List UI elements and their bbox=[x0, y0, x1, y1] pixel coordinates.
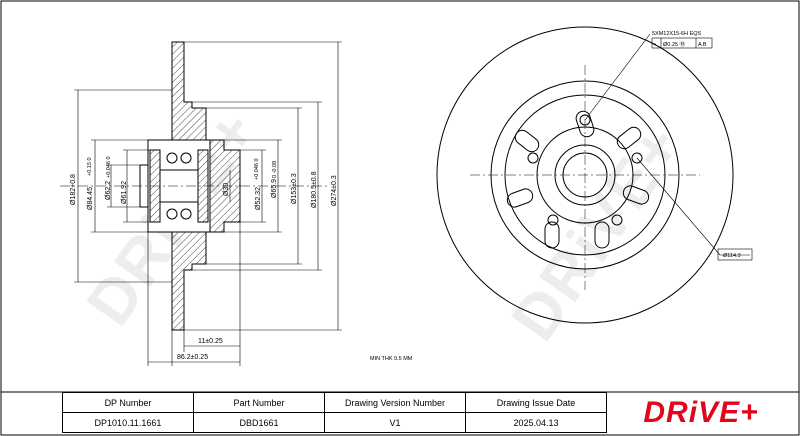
bearing-ball bbox=[166, 152, 178, 164]
dim-d622: Ø62.2 bbox=[105, 181, 112, 200]
dim-d30: Ø30 bbox=[223, 183, 230, 196]
section-dimension-texts: Ø182+0.8 Ø84.45 +0.15 0 Ø61.92 Ø62.2 +0.… bbox=[70, 156, 413, 362]
title-block: DP Number Part Number Drawing Version Nu… bbox=[62, 392, 607, 433]
thread-spec: 5XM12X15-6H EQS bbox=[652, 31, 702, 37]
dim-d622-tol: +0.046 0 bbox=[106, 156, 112, 178]
value-drawing-version: V1 bbox=[324, 412, 466, 433]
vent-slot bbox=[594, 221, 610, 249]
vent-slot bbox=[514, 129, 540, 153]
brand-logo: DRiVE+ bbox=[643, 396, 759, 429]
dim-d6192: Ø61.92 bbox=[121, 181, 128, 204]
bolt-hole bbox=[527, 152, 539, 164]
header-part-number: Part Number bbox=[193, 392, 325, 413]
bearing-ball bbox=[180, 208, 192, 220]
dim-d8445-tol: +0.15 0 bbox=[87, 157, 93, 176]
bearing-ball bbox=[166, 208, 178, 220]
fcf-datums: A B bbox=[698, 42, 707, 48]
dim-d182: Ø182+0.8 bbox=[70, 174, 77, 205]
vent-slot bbox=[622, 185, 650, 205]
dim-d659: Ø65.9 bbox=[271, 179, 278, 198]
thread-leader bbox=[584, 33, 651, 121]
bolt-hole bbox=[631, 152, 643, 164]
section-view bbox=[60, 41, 330, 331]
dim-d153: Ø153±0.3 bbox=[291, 173, 298, 204]
dim-d5232: Ø52.32 bbox=[255, 187, 262, 210]
value-issue-date: 2025.04.13 bbox=[465, 412, 607, 433]
pcd-diameter: Ø114.3 bbox=[723, 253, 741, 259]
bolt-hole bbox=[547, 214, 559, 226]
rotor-outer-edge bbox=[436, 26, 734, 324]
front-view bbox=[436, 26, 753, 324]
header-issue-date: Drawing Issue Date bbox=[465, 392, 607, 413]
bearing-ball bbox=[180, 152, 192, 164]
vent-slot bbox=[544, 221, 560, 249]
dim-d5232-tol: +0.046 0 bbox=[254, 158, 260, 180]
dim-d274: Ø274±0.3 bbox=[331, 175, 338, 206]
value-part-number: DBD1661 bbox=[193, 412, 325, 433]
fcf-tolerance: Ø0.25 Ⓜ bbox=[663, 40, 686, 48]
section-dimension-lines bbox=[74, 41, 342, 366]
vent-slot bbox=[616, 126, 642, 150]
vent-slot bbox=[506, 188, 534, 208]
feature-control-frame bbox=[651, 37, 713, 49]
dim-d8445: Ø84.45 bbox=[87, 187, 94, 210]
dim-d1805: Ø180.5±0.8 bbox=[311, 171, 318, 208]
header-drawing-version: Drawing Version Number bbox=[324, 392, 466, 413]
min-thickness: MIN THK 9.5 MM bbox=[370, 356, 413, 362]
value-dp-number: DP1010.11.1661 bbox=[62, 412, 194, 433]
fcf-position-symbol: ⌖ bbox=[653, 42, 656, 48]
dim-w862: 86.2±0.25 bbox=[177, 354, 208, 361]
dim-w11: 11±0.25 bbox=[198, 338, 223, 345]
bolt-hole bbox=[611, 214, 623, 226]
title-block-value-row: DP1010.11.1661 DBD1661 V1 2025.04.13 bbox=[62, 412, 607, 433]
vent-slot bbox=[575, 110, 595, 138]
pcd-leader bbox=[636, 157, 721, 256]
title-block-header-row: DP Number Part Number Drawing Version Nu… bbox=[62, 392, 607, 413]
dim-d659-tol: 0 -0.08 bbox=[272, 161, 278, 178]
header-dp-number: DP Number bbox=[62, 392, 194, 413]
pcd-box bbox=[717, 248, 753, 261]
